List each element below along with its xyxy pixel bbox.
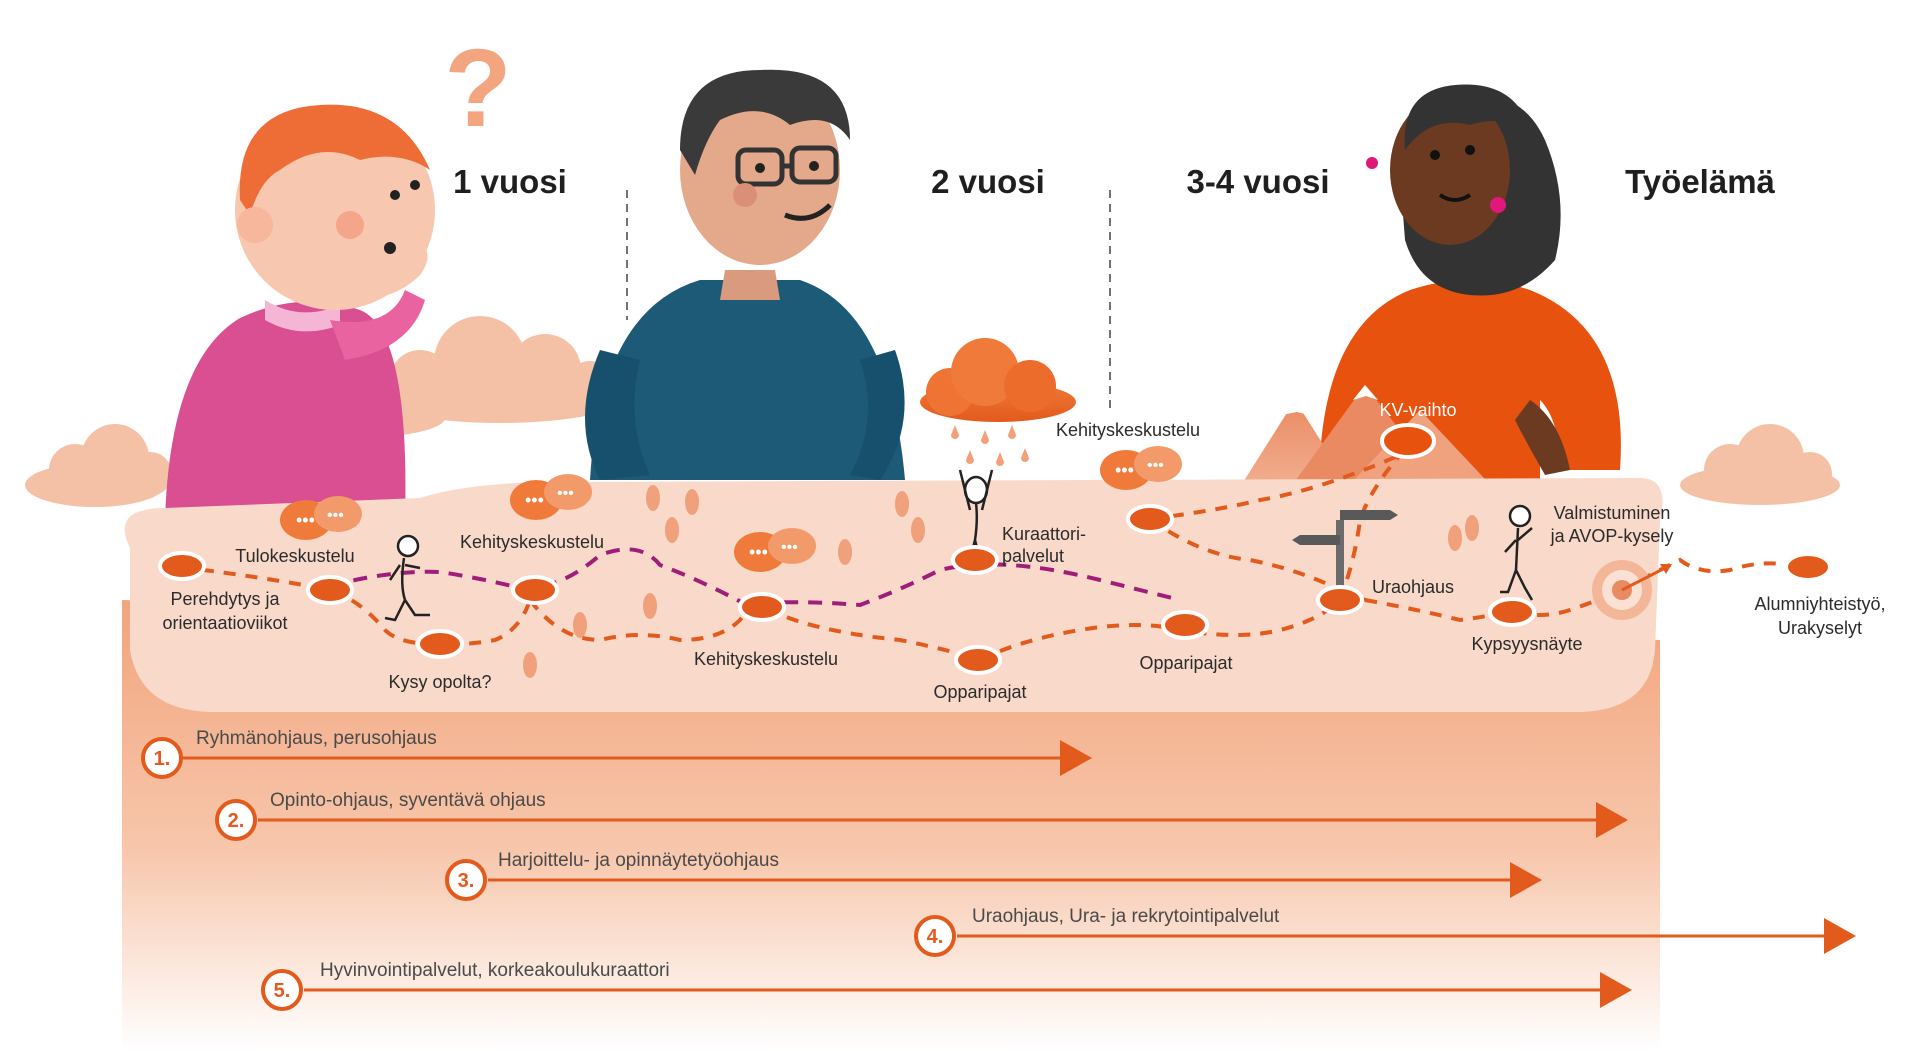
svg-text:•••: ••• xyxy=(781,539,798,556)
track-2-label: Opinto-ohjaus, syventävä ohjaus xyxy=(270,790,546,811)
kv-vaihto-waypoint xyxy=(1380,423,1436,459)
track-5-label: Hyvinvointipalvelut, korkeakoulukuraatto… xyxy=(320,960,670,981)
stick-figure-happy xyxy=(1500,504,1534,601)
track-4-label: Uraohjaus, Ura- ja rekrytointipalvelut xyxy=(972,906,1280,927)
track-5: 5. Hyvinvointipalvelut, korkeakoulukuraa… xyxy=(261,960,1632,1011)
chat-bubbles-icon-tulo: ••• ••• xyxy=(280,496,362,540)
chat-bubbles-icon-kehitys-2: ••• ••• xyxy=(734,528,816,572)
target-icon xyxy=(1592,560,1672,620)
label-uraohjaus: Uraohjaus xyxy=(1372,577,1454,597)
trees xyxy=(523,485,1479,678)
chat-bubbles-icon-kehitys-1: ••• ••• xyxy=(510,474,592,520)
track-1-label: Ryhmänohjaus, perusohjaus xyxy=(196,728,437,749)
svg-text:•••: ••• xyxy=(557,485,574,502)
label-kuraattori-line2: palvelut xyxy=(1002,546,1064,566)
label-kypsyysnayte: Kypsyysnäyte xyxy=(1471,634,1582,654)
year-label-1: 1 vuosi xyxy=(453,163,567,200)
label-kehityskeskustelu-2: Kehityskeskustelu xyxy=(694,649,838,669)
year-label-tyoelama: Työelämä xyxy=(1625,163,1775,200)
stick-figure-sad xyxy=(958,469,994,569)
track-2: 2. Opinto-ohjaus, syventävä ohjaus xyxy=(215,790,1628,841)
year-label-3-4: 3-4 vuosi xyxy=(1186,163,1329,200)
year-label-2: 2 vuosi xyxy=(931,163,1045,200)
track-5-number: 5. xyxy=(274,980,291,1002)
chat-bubbles-icon-kehitys-3: ••• ••• xyxy=(1100,446,1182,490)
track-1: 1. Ryhmänohjaus, perusohjaus xyxy=(141,728,1092,779)
label-opparipajat-2: Opparipajat xyxy=(1139,653,1232,673)
label-kv-vaihto: KV-vaihto xyxy=(1379,400,1456,420)
track-1-number: 1. xyxy=(154,748,171,770)
track-2-number: 2. xyxy=(228,810,245,832)
svg-text:•••: ••• xyxy=(525,490,544,510)
stick-figure-walking xyxy=(384,534,430,622)
track-3: 3. Harjoittelu- ja opinnäytetyöohjaus xyxy=(445,850,1542,901)
waypoints xyxy=(158,504,1832,675)
student-pink-sweater-figure xyxy=(165,104,435,520)
signpost-icon xyxy=(1292,510,1398,600)
label-alumni-line2: Urakyselyt xyxy=(1778,618,1862,638)
svg-text:•••: ••• xyxy=(1115,460,1134,480)
question-mark: ? xyxy=(444,27,511,150)
label-valmistuminen-line1: Valmistuminen xyxy=(1554,503,1671,523)
label-kehityskeskustelu-1: Kehityskeskustelu xyxy=(460,532,604,552)
label-kehityskeskustelu-3: Kehityskeskustelu xyxy=(1056,420,1200,440)
label-perehdytys-line1: Perehdytys ja xyxy=(170,589,280,609)
svg-text:•••: ••• xyxy=(327,507,344,524)
svg-text:•••: ••• xyxy=(749,542,768,562)
rain-cloud-icon xyxy=(920,338,1076,466)
track-3-number: 3. xyxy=(458,870,475,892)
journey-platform-top xyxy=(124,478,1663,712)
label-kuraattori-line1: Kuraattori- xyxy=(1002,524,1086,544)
track-4: 4. Uraohjaus, Ura- ja rekrytointipalvelu… xyxy=(914,906,1856,957)
svg-text:•••: ••• xyxy=(1147,457,1164,474)
cloud-right xyxy=(1680,424,1840,505)
label-perehdytys-line2: orientaatioviikot xyxy=(162,613,287,633)
svg-text:•••: ••• xyxy=(296,510,315,530)
track-3-label: Harjoittelu- ja opinnäytetyöohjaus xyxy=(498,850,779,871)
label-alumni-line1: Alumniyhteistyö, xyxy=(1754,594,1885,614)
label-kysy-opolta: Kysy opolta? xyxy=(388,672,491,692)
purple-route xyxy=(329,547,1181,608)
label-tulokeskustelu: Tulokeskustelu xyxy=(235,546,354,566)
label-opparipajat-1: Opparipajat xyxy=(933,682,1026,702)
cloud-left xyxy=(25,424,172,507)
journey-platform-front xyxy=(122,600,1660,1051)
student-blue-shirt-figure xyxy=(585,69,905,480)
track-4-number: 4. xyxy=(927,926,944,948)
label-valmistuminen-line2: ja AVOP-kysely xyxy=(1550,526,1674,546)
